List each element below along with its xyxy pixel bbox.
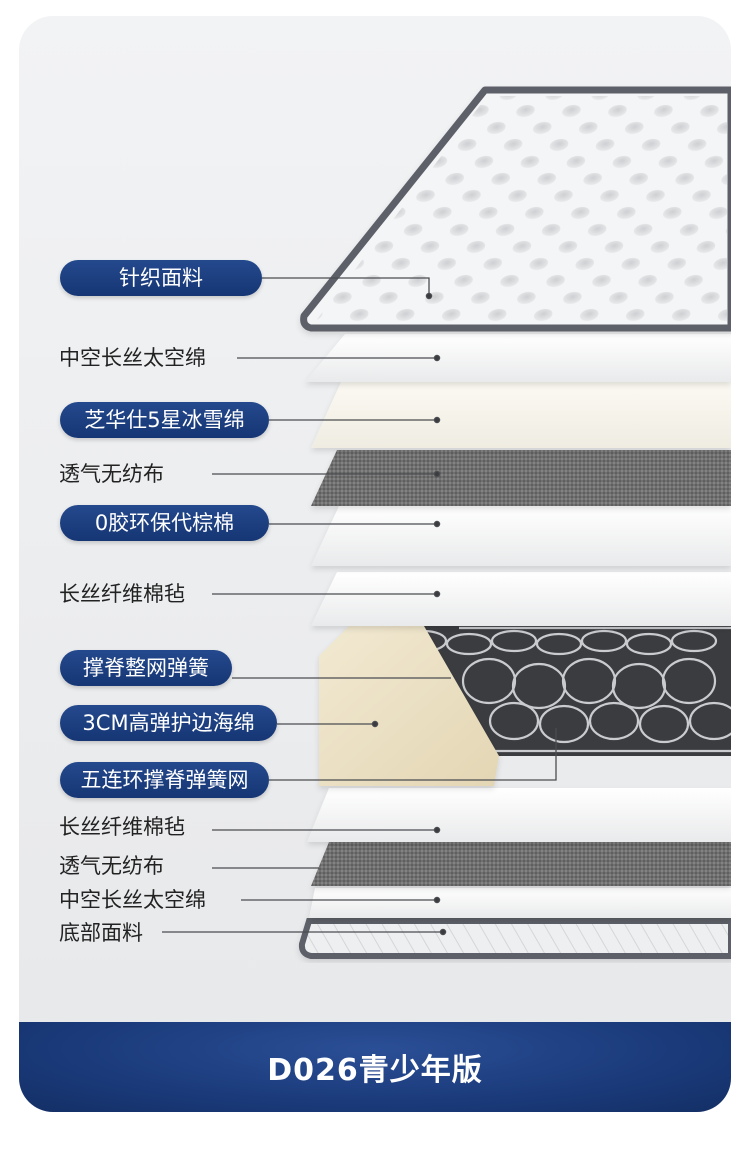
footer-banner: D026青少年版 — [19, 1022, 731, 1112]
label-bottom-fabric: 底部面料 — [59, 921, 143, 945]
layer-bottom-fabric-shape — [298, 918, 731, 959]
label-fiber-felt-2: 长丝纤维棉毡 — [59, 815, 185, 839]
label-nonwoven-2: 透气无纺布 — [59, 854, 164, 878]
leader-lines — [162, 277, 557, 936]
label-eco-brown: 0胶环保代棕棉 — [60, 505, 269, 541]
label-spring-net: 五连环撑脊弹簧网 — [60, 762, 269, 798]
layer-edge-foam-shape — [319, 626, 499, 786]
layer-snow-foam-shape — [311, 382, 731, 448]
label-nonwoven-1: 透气无纺布 — [59, 462, 164, 486]
layer-fiber-felt-1-shape — [311, 572, 731, 626]
layer-fiber-felt-2-shape — [307, 788, 731, 842]
product-card: 针织面料 中空长丝太空绵 芝华仕5星冰雪绵 透气无纺布 0胶环保代棕棉 长丝纤维… — [19, 16, 731, 1112]
model-title: D026青少年版 — [267, 1053, 483, 1088]
label-snow-foam: 芝华仕5星冰雪绵 — [60, 402, 269, 438]
label-hollow-fiber-2: 中空长丝太空绵 — [59, 888, 206, 912]
layer-nonwoven-2-shape — [311, 842, 731, 886]
label-edge-foam: 3CM高弹护边海绵 — [60, 705, 277, 741]
layer-nonwoven-1-shape — [311, 450, 731, 506]
label-spring: 撑脊整网弹簧 — [60, 650, 232, 686]
layer-hollow-fiber-1-shape — [305, 334, 731, 382]
layer-eco-brown-shape — [311, 506, 731, 566]
label-fiber-felt-1: 长丝纤维棉毡 — [59, 582, 185, 606]
label-hollow-fiber-1: 中空长丝太空绵 — [59, 346, 206, 370]
layer-knit-fabric-shape — [300, 86, 731, 332]
label-knit-fabric: 针织面料 — [60, 260, 262, 296]
mattress-layers-illustration — [162, 86, 731, 959]
layer-hollow-fiber-2-shape — [309, 888, 731, 918]
